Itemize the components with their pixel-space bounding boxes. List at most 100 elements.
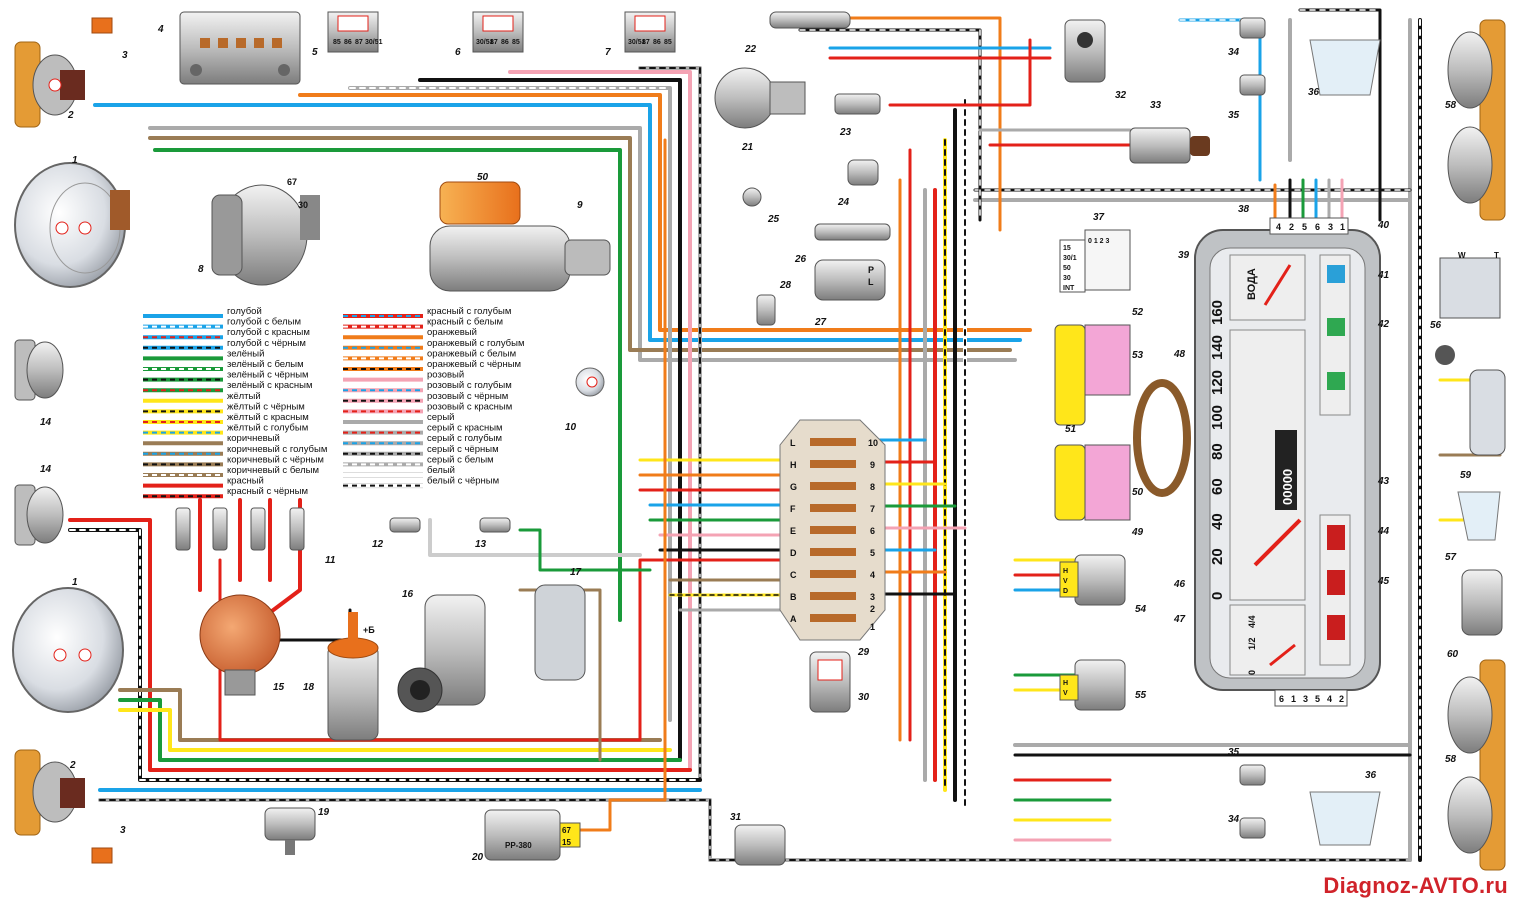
switch56-pin-t: T [1494,251,1499,260]
label-n2: 2 [67,110,74,121]
relay-5 [327,11,379,53]
ignition-pin-50: 50 [1063,265,1071,272]
label-n30: 30 [858,692,870,703]
cluster-bottom-pin-5: 4 [1327,694,1332,704]
label-n26: 26 [794,254,807,265]
cluster-top-pin-6: 1 [1340,222,1345,232]
label-n34b: 34 [1228,814,1240,825]
fuse-number-7: 7 [870,504,875,514]
legend-label: коричневый с чёрным [227,454,324,465]
fuse-letter-1: L [790,438,796,448]
switch-56 [1435,257,1501,365]
ignition-header: 0 1 2 3 [1088,238,1110,245]
relay-30 [809,651,851,713]
label-n1b: 1 [72,577,78,588]
legend-entry: коричневый с чёрным [143,454,324,467]
component-number-labels: 1 1 2 2 3 3 4 5 6 7 8 9 10 11 12 13 14 1… [40,24,1472,863]
label-n48: 48 [1173,349,1186,360]
legend-label: розовый с красным [427,401,512,412]
voltage-regulator [484,809,581,861]
legend-label: оранжевый [427,327,477,338]
sensor-27 [814,259,886,301]
legend-entry: жёлтый с красным [143,412,309,424]
legend-label: жёлтый с голубым [227,423,308,434]
label-n44: 44 [1377,526,1390,537]
interior-lamp-top [1309,39,1381,96]
legend-entry: розовый [343,370,464,382]
relay5-pin-3: 87 [355,39,363,46]
fuse-number-3: 3 [870,592,875,602]
legend-label: голубой с чёрным [227,338,306,349]
label-n50: 50 [477,172,489,183]
water-temp-label: ВОДА [1246,268,1258,300]
ignition-distributor [199,594,281,696]
cluster-bottom-pin-3: 3 [1303,694,1308,704]
legend-label: розовый с голубым [427,380,512,391]
legend-entry: оранжевый с чёрным [343,359,521,371]
ignition-pin-30-1: 30/1 [1063,255,1077,262]
speed-tick-60: 60 [1209,478,1226,495]
speed-tick-140: 140 [1209,335,1226,360]
label-n14b: 14 [40,464,52,475]
legend-entry: розовый с красным [343,401,512,414]
label-n28: 28 [779,280,792,291]
legend-label: коричневый с голубым [227,444,327,455]
label-n53: 53 [1132,350,1144,361]
legend-label: серый [427,412,454,423]
legend-entry: голубой с красным [143,327,310,340]
label-n31: 31 [730,812,742,823]
switch-34-bottom [1239,817,1266,839]
label-n56: 56 [1430,320,1442,331]
label-n45: 45 [1377,576,1390,587]
label-n49: 49 [1131,527,1144,538]
legend-entry: серый с голубым [343,433,502,446]
legend-label: жёлтый [227,391,261,402]
label-n8: 8 [198,264,204,275]
legend-entry: жёлтый [143,391,261,403]
switch54-pin-h: H [1063,568,1068,575]
speed-tick-20: 20 [1209,548,1226,565]
label-n35b: 35 [1228,747,1240,758]
switch54-pin-v: V [1063,578,1068,585]
label-n7: 7 [605,47,611,58]
cluster-top-pin-1: 4 [1276,222,1281,232]
switch-55 [1059,659,1126,711]
lamp-60 [1461,569,1503,636]
legend-entry: оранжевый с белым [343,348,516,361]
switch55-pin-v: V [1063,690,1068,697]
label-n10: 10 [565,422,577,433]
label-n29: 29 [857,647,870,658]
regulator-pin-67: 67 [562,826,571,835]
label-n38: 38 [1238,204,1250,215]
label-n39: 39 [1178,250,1190,261]
label-n12: 12 [372,539,384,550]
legend-entry: красный [143,476,264,488]
legend-entry: розовый с чёрным [343,391,508,403]
lamp-57 [1457,491,1501,541]
legend-entry: белый [343,465,455,478]
legend-entry: зелёный с белым [143,359,304,371]
label-n34: 34 [1228,47,1240,58]
speed-tick-160: 160 [1209,300,1226,325]
relay7-pin-1: 30/51 [628,39,646,46]
legend-entry: красный с белым [343,317,503,329]
relay6-pin-1: 30/51 [476,39,494,46]
legend-entry: зелёный [143,348,264,361]
fuse-number-1: 1 [870,622,875,632]
legend-entry: розовый с голубым [343,380,512,393]
sensor-12 [389,517,421,533]
cluster-text: ВОДА 0 20 40 60 80 100 120 140 160 00000… [1209,268,1295,675]
label-n35: 35 [1228,110,1240,121]
legend-label: голубой с белым [227,317,301,328]
label-n27: 27 [814,317,827,328]
relay5-pin-2: 86 [344,39,352,46]
side-indicator-front-left-bottom [14,749,85,836]
legend-entry: зелёный с чёрным [143,370,309,382]
legend-label: красный [227,476,264,487]
label-n18: 18 [303,682,315,693]
sensor-24 [847,159,879,186]
fuel-mark-full: 4/4 [1247,615,1257,628]
speed-tick-0: 0 [1209,592,1226,600]
relay7-pin-4: 85 [664,39,672,46]
